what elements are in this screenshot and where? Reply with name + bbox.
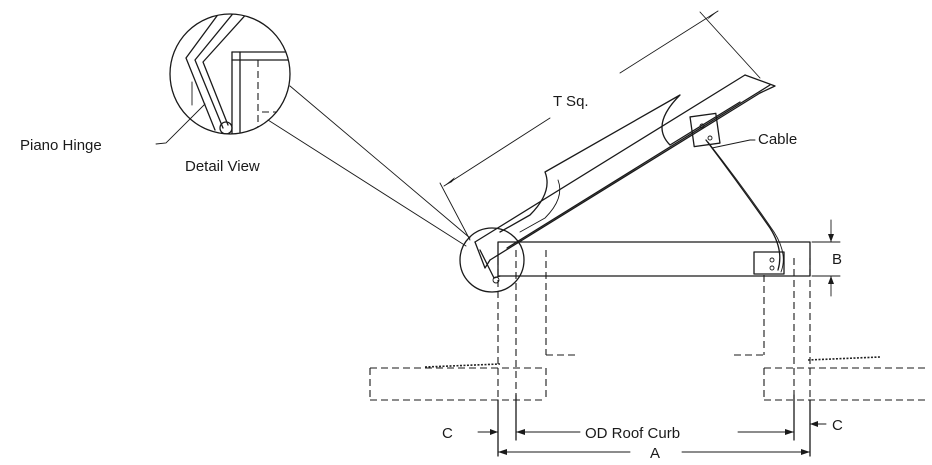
b-dimension [811, 219, 841, 297]
detail-view [155, 13, 291, 145]
bottom-dimensions [477, 421, 827, 455]
open-hatch-lid [474, 74, 776, 269]
cable-label: Cable [758, 131, 797, 148]
t-sq-label: T Sq. [553, 93, 589, 110]
piano-hinge-label: Piano Hinge [20, 137, 102, 154]
cable [705, 139, 784, 273]
roof-curb [369, 250, 925, 457]
detail-view-label: Detail View [185, 158, 260, 175]
od-roof-curb-label: OD Roof Curb [585, 425, 680, 442]
hinge-callout [267, 85, 525, 293]
b-label: B [832, 251, 842, 268]
c-right-label: C [832, 417, 843, 434]
a-label: A [650, 445, 660, 462]
c-left-label: C [442, 425, 453, 442]
closed-hatch-frame [497, 241, 811, 277]
t-sq-dimension [439, 10, 761, 241]
cable-leader [711, 139, 751, 149]
